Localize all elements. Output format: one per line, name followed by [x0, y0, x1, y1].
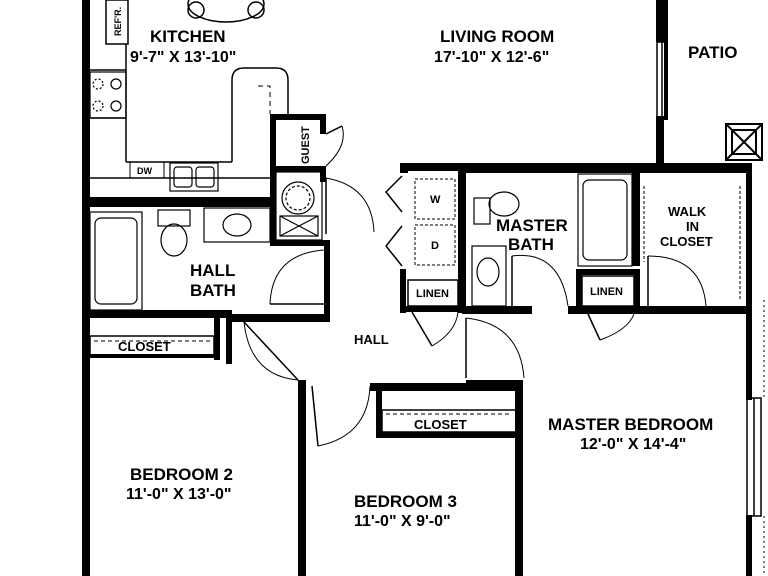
living-room-name: LIVING ROOM	[440, 27, 554, 46]
bedroom-3-dims: 11'-0" X 9'-0"	[354, 513, 451, 530]
utility-door	[325, 177, 375, 234]
master-bath-line1: MASTER	[496, 216, 568, 235]
washer-label: W	[430, 194, 441, 206]
patio-post-icon	[725, 123, 763, 161]
walls	[82, 0, 752, 576]
master-bedroom-name: MASTER BEDROOM	[548, 415, 713, 434]
kitchen-dims: 9'-7" X 13'-10"	[130, 49, 236, 66]
bedroom-2-dims: 11'-0" X 13'-0"	[126, 486, 232, 503]
refrigerator-label: REF'R.	[113, 7, 123, 36]
dishwasher-label: DW	[137, 166, 152, 176]
upper-cabinet-outline	[258, 85, 271, 114]
hall-bath-door	[269, 249, 325, 305]
bedroom-2-closet-label: CLOSET	[118, 339, 171, 354]
hall-bath-line2: BATH	[190, 281, 236, 300]
linen-master-label: LINEN	[590, 286, 623, 298]
dishwasher-icon: DW	[129, 161, 165, 179]
master-bedroom-window	[746, 397, 762, 517]
refrigerator-icon: REF'R.	[105, 0, 129, 45]
hall-name: HALL	[354, 332, 389, 347]
bedroom-2-name: BEDROOM 2	[130, 465, 233, 484]
water-heater-icon	[275, 171, 323, 241]
master-bedroom-dims: 12'-0" X 14'-4"	[580, 436, 686, 453]
washer-icon: W	[414, 178, 456, 220]
linen-closet-master: LINEN	[581, 275, 635, 341]
bedroom-2-door	[243, 321, 299, 381]
bedroom-3-closet-label: CLOSET	[414, 417, 467, 432]
master-bedroom-door	[465, 317, 525, 379]
dryer-icon: D	[414, 224, 456, 266]
kitchen-name: KITCHEN	[150, 27, 226, 46]
living-room-dims: 17'-10" X 12'-6"	[434, 49, 549, 66]
room-labels: KITCHEN 9'-7" X 13'-10" LIVING ROOM 17'-…	[126, 27, 737, 530]
walk-in-closet-line1: WALK	[668, 204, 707, 219]
walk-in-closet-door	[647, 255, 707, 307]
master-bath-door	[511, 254, 569, 307]
guest-closet: GUEST	[300, 125, 344, 167]
kitchen-sink-icon	[169, 162, 219, 192]
bedroom-3-closet: CLOSET	[381, 409, 517, 433]
master-bath-fixtures	[471, 173, 633, 307]
patio-sliding-door	[656, 41, 668, 119]
dining-table-icon	[187, 0, 265, 23]
range-icon	[89, 71, 127, 119]
walk-in-closet-line3: CLOSET	[660, 234, 713, 249]
walk-in-closet-line2: IN	[686, 219, 699, 234]
guest-closet-label: GUEST	[300, 126, 312, 164]
linen-closet-hall: LINEN	[407, 279, 459, 347]
bedroom-3-name: BEDROOM 3	[354, 492, 457, 511]
laundry-bifold-doors	[384, 175, 403, 267]
walk-in-closet-shelves	[643, 186, 741, 300]
hall-bath-line1: HALL	[190, 261, 235, 280]
dryer-label: D	[431, 240, 439, 252]
patio-name: PATIO	[688, 43, 737, 62]
hall-bath-fixtures	[89, 207, 271, 311]
bedroom-2-closet: CLOSET	[89, 335, 215, 357]
master-bath-line2: BATH	[508, 235, 554, 254]
bedroom-3-door	[311, 385, 371, 447]
linen-hall-label: LINEN	[416, 288, 449, 300]
